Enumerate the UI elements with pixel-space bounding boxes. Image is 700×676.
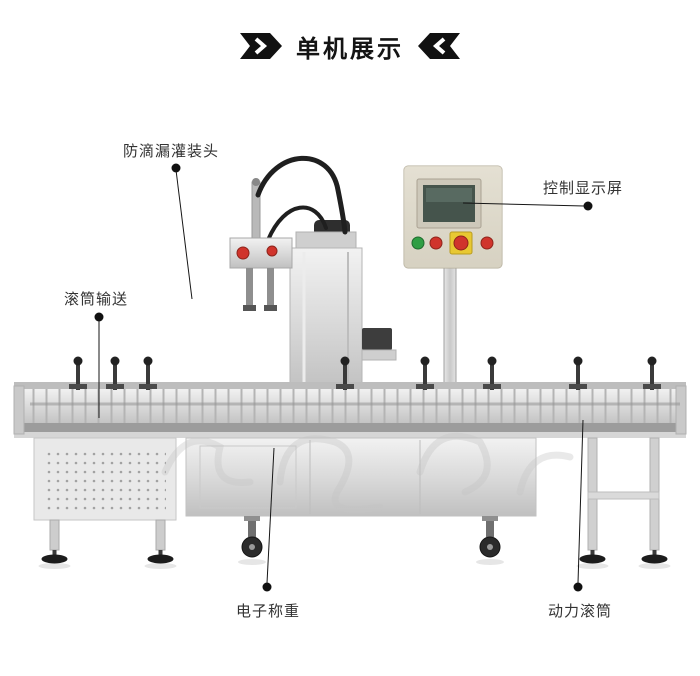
center-cabinet: [185, 437, 537, 517]
annotation-control-screen: 控制显示屏: [543, 177, 623, 198]
annotation-dot: [262, 582, 272, 592]
emergency-stop-icon: [453, 235, 469, 251]
machine-legs: [38, 437, 671, 569]
annotation-power-roller: 动力滚筒: [548, 600, 612, 621]
control-panel: [403, 165, 503, 393]
valve-knob-icon: [266, 245, 278, 257]
annotation-dot: [171, 163, 181, 173]
annotation-dot: [583, 201, 593, 211]
filling-head: [229, 155, 348, 311]
annotation-label: 电子称重: [236, 603, 301, 620]
annotation-label: 防滴漏灌装头: [123, 143, 220, 160]
title-arrow-right-icon: [418, 33, 460, 59]
stop-button-icon: [429, 236, 443, 250]
leader-lines: [94, 163, 593, 592]
page-title: 单机展示: [296, 35, 404, 63]
annotation-roller-conveyor: 滚筒输送: [64, 288, 128, 309]
indicator-light-icon: [480, 236, 494, 250]
watermark: [161, 432, 574, 513]
annotation-label: 控制显示屏: [543, 180, 624, 197]
valve-knob-icon: [236, 246, 250, 260]
title-arrow-left-icon: [240, 33, 282, 59]
annotation-dot: [94, 312, 104, 322]
conveyor: [13, 382, 687, 438]
filling-tower: [283, 220, 397, 397]
header: 单机展示: [0, 26, 700, 66]
left-cabinet: [33, 437, 177, 521]
annotation-dot: [573, 582, 583, 592]
annotation-electronic-weighing: 电子称重: [236, 600, 300, 621]
annotation-filling-head: 防滴漏灌装头: [123, 140, 219, 161]
annotation-label: 滚筒输送: [64, 291, 129, 308]
annotation-label: 动力滚筒: [548, 603, 613, 620]
start-button-icon: [411, 236, 425, 250]
